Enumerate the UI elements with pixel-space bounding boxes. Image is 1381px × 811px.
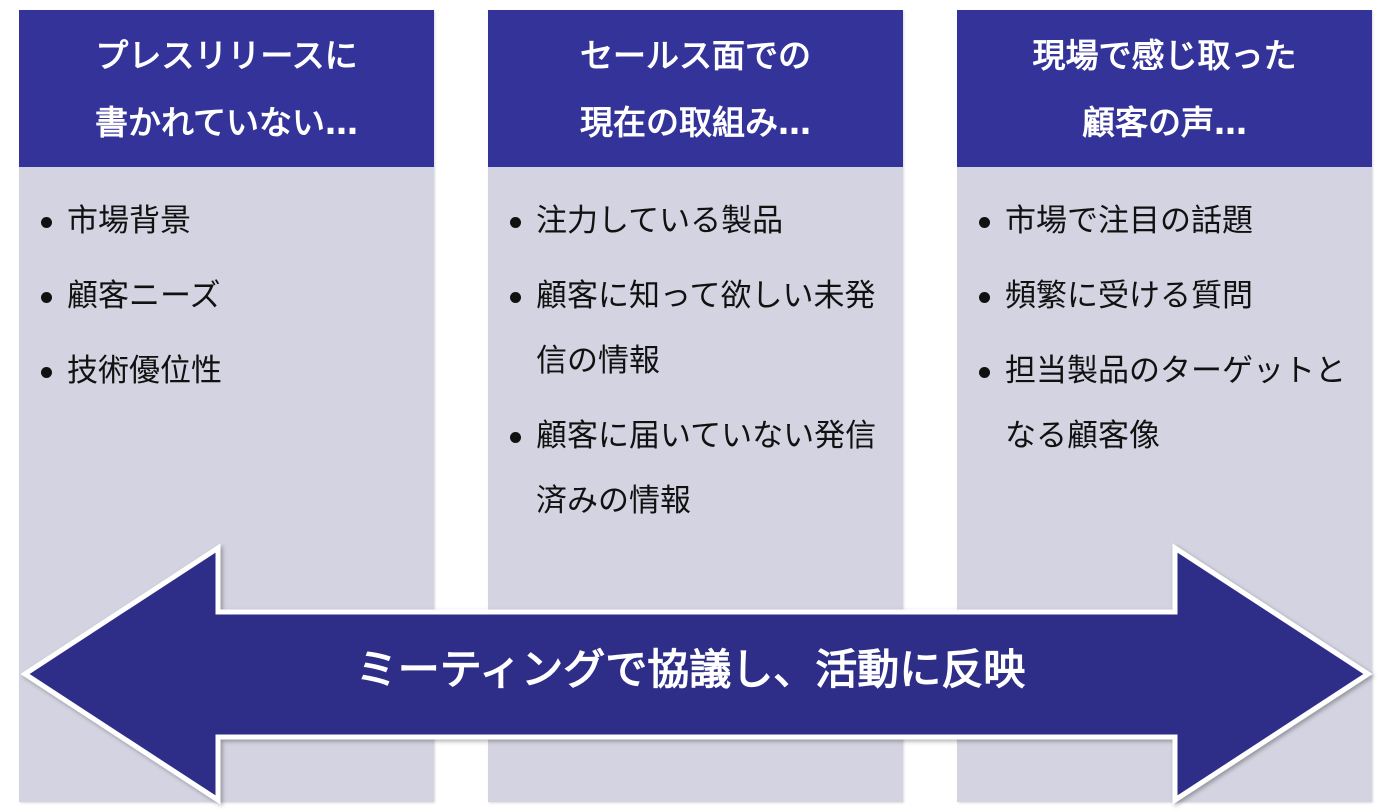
column-header: 現場で感じ取った 顧客の声… [957, 10, 1372, 167]
column-header: セールス面での 現在の取組み… [488, 10, 903, 167]
bullet-list: 市場背景 顧客ニーズ 技術優位性 [19, 167, 434, 404]
bullet-list: 市場で注目の話題 頻繁に受ける質問 担当製品のターゲットとなる顧客像 [957, 167, 1372, 469]
header-line: 顧客の声… [1082, 102, 1247, 142]
list-item: 技術優位性 [41, 339, 417, 404]
list-item: 頻繁に受ける質問 [979, 264, 1355, 329]
header-line: プレスリリースに [95, 35, 358, 75]
list-item: 担当製品のターゲットとなる顧客像 [979, 339, 1355, 469]
double-arrow-shape [20, 543, 1373, 805]
column-header: プレスリリースに 書かれていない… [19, 10, 434, 167]
header-line: 書かれていない… [94, 102, 358, 142]
arrow-label: ミーティングで協議し、活動に反映 [355, 645, 1026, 694]
list-item: 顧客に知って欲しい未発信の情報 [510, 264, 886, 394]
header-line: 現場で感じ取った [1032, 35, 1297, 75]
header-line: セールス面での [580, 35, 811, 75]
bullet-list: 注力している製品 顧客に知って欲しい未発信の情報 顧客に届いていない発信済みの情… [488, 167, 903, 534]
header-line: 現在の取組み… [580, 102, 811, 142]
list-item: 市場で注目の話題 [979, 189, 1355, 254]
list-item: 顧客ニーズ [41, 264, 417, 329]
list-item: 注力している製品 [510, 189, 886, 254]
list-item: 顧客に届いていない発信済みの情報 [510, 404, 886, 534]
list-item: 市場背景 [41, 189, 417, 254]
